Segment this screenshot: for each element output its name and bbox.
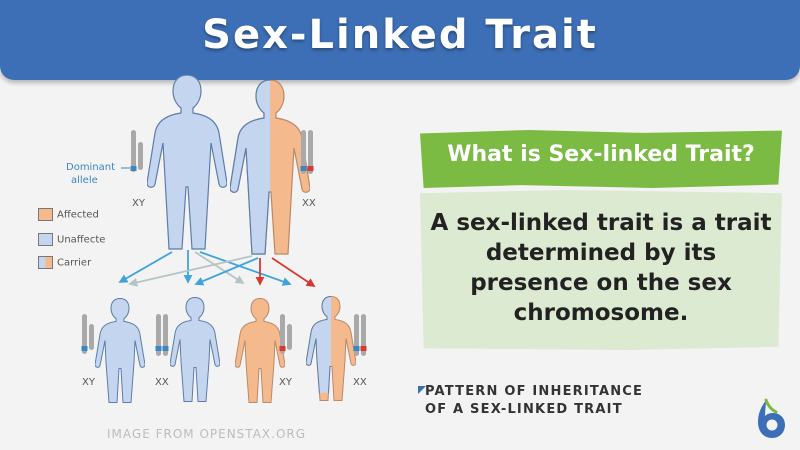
image-credit: IMAGE FROM OPENSTAX.ORG: [107, 427, 307, 441]
mother-karyotype: XX: [302, 198, 316, 209]
figure-caption: PATTERN OF INHERITANCE OF A SEX-LINKED T…: [425, 383, 643, 419]
question-heading: What is Sex-linked Trait?: [447, 142, 755, 167]
definition-box: A sex-linked trait is a trait determined…: [420, 190, 782, 350]
child-4-karyotype: XX: [353, 377, 367, 388]
legend-affected: Affected: [38, 208, 99, 221]
dominant-allele-label-2: allele: [71, 175, 98, 186]
child-2-karyotype: XX: [155, 377, 169, 388]
caption-marker-icon: [418, 386, 426, 394]
mother-figure: [230, 80, 310, 255]
caption-line-1: PATTERN OF INHERITANCE: [425, 384, 644, 399]
legend-unaffected: Unaffecte: [38, 233, 105, 246]
child-chromosomes: [81, 314, 367, 356]
inheritance-illustration: [81, 75, 367, 404]
mother-chromosomes: [300, 130, 314, 174]
child-3-karyotype: XY: [279, 377, 292, 388]
child-4-carrier-daughter: [306, 295, 356, 402]
question-box: What is Sex-linked Trait?: [420, 130, 782, 188]
dominant-allele-label: Dominant: [66, 162, 116, 173]
father-chromosomes: [121, 130, 143, 172]
legend-unaffected-swatch: [38, 233, 53, 246]
inheritance-arrows: [118, 250, 316, 287]
caption-line-2: OF A SEX-LINKED TRAIT: [425, 402, 623, 417]
child-3-affected-son: [235, 297, 285, 404]
biology-dictionary-logo-icon: [758, 398, 785, 438]
inheritance-diagram: Dominant allele XY XX Affected Unaffecte…: [20, 70, 390, 445]
legend-carrier-swatch: [38, 256, 53, 269]
child-1-karyotype: XY: [82, 377, 95, 388]
definition-text: A sex-linked trait is a trait determined…: [430, 210, 772, 326]
legend-affected-swatch: [38, 208, 53, 221]
page-title: Sex-Linked Trait: [202, 12, 598, 58]
father-figure: [147, 75, 227, 250]
father-karyotype: XY: [132, 198, 145, 209]
title-banner: Sex-Linked Trait: [0, 0, 800, 80]
child-2-unaffected-daughter: [170, 296, 220, 403]
legend-carrier: Carrier: [38, 256, 91, 269]
child-1-unaffected-son: [95, 297, 145, 404]
